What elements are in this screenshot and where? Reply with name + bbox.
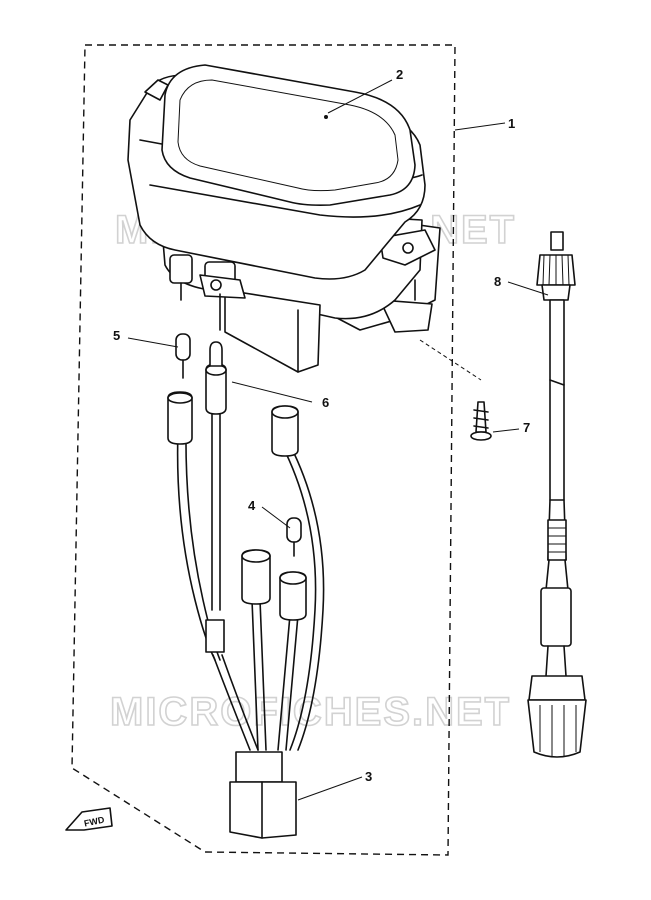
callout-8: 8 <box>494 274 501 289</box>
wire-g <box>212 654 251 751</box>
bracket-ear-lower <box>199 274 246 299</box>
cable-tip <box>550 231 564 251</box>
meter-assembly <box>127 64 441 373</box>
wire-h <box>221 654 259 751</box>
meter-connector-block <box>224 289 321 373</box>
bracket-hole-lower <box>210 279 222 291</box>
meter-lens-cover <box>161 64 416 206</box>
cable-bottom-nut <box>528 675 586 701</box>
screw-7 <box>470 401 492 441</box>
wire-f <box>289 444 325 751</box>
socket-6-bulb <box>209 341 223 367</box>
callout-2: 2 <box>396 67 403 82</box>
cable-shaft-upper <box>549 299 565 501</box>
meter-body-rim-lower <box>149 184 421 218</box>
wire-k <box>277 614 291 751</box>
wire-l <box>285 614 299 751</box>
cable-bottom-fitting <box>527 699 587 758</box>
leader-lines <box>127 79 549 801</box>
fwd-label: FWD <box>83 814 106 828</box>
mounting-plate-tab <box>379 299 433 333</box>
sleeve-left <box>167 391 193 445</box>
watermark-bottom: MICROFICHES.NET <box>110 690 511 734</box>
harness-connector-body <box>229 781 297 839</box>
callout-1: 1 <box>508 116 515 131</box>
assembly-boundary <box>71 44 456 856</box>
bulb-5 <box>175 333 191 379</box>
callout-3: 3 <box>365 769 372 784</box>
socket-left <box>169 254 193 284</box>
wire-e <box>281 444 317 751</box>
wire-i <box>251 599 259 751</box>
speedometer-cable <box>527 231 587 758</box>
meter-lens-inner <box>177 79 399 192</box>
harness-joint <box>205 619 225 653</box>
cable-band <box>547 519 567 561</box>
wire-j <box>259 599 267 751</box>
wire-harness <box>167 341 325 839</box>
callout-5: 5 <box>113 328 120 343</box>
callout-7: 7 <box>523 420 530 435</box>
callout-6: 6 <box>322 395 329 410</box>
bracket-hole-right <box>402 242 414 254</box>
bulb-4 <box>286 517 302 557</box>
meter-top-hook <box>144 79 169 101</box>
lens-center-mark <box>324 115 328 119</box>
cable-sleeve <box>540 587 572 647</box>
harness-connector-top <box>235 751 283 783</box>
callout-4: 4 <box>248 498 256 513</box>
fwd-arrow-icon: FWD <box>65 807 113 831</box>
